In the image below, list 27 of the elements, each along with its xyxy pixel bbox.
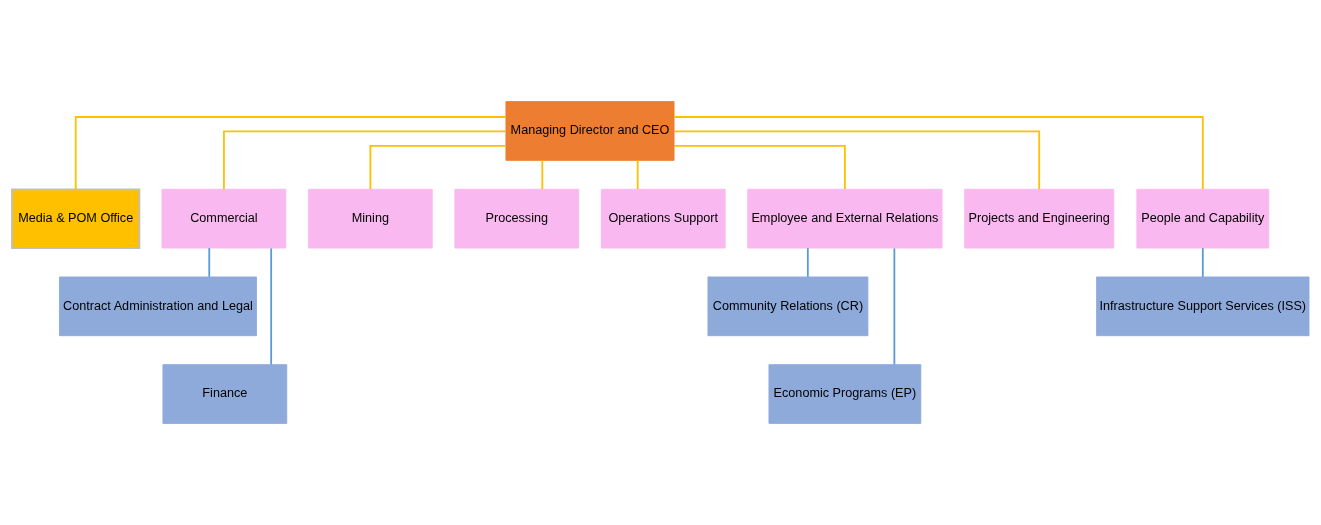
node-box: People and Capability: [1136, 188, 1270, 249]
connector: [270, 247, 273, 366]
node-box: Contract Administration and Legal: [59, 276, 257, 337]
node-box: Economic Programs (EP): [768, 364, 922, 424]
node-box: Projects and Engineering: [964, 188, 1115, 249]
connector: [806, 247, 809, 278]
connector: [673, 130, 1041, 191]
node-box: Media & POM Office: [11, 188, 141, 249]
connector: [541, 159, 544, 191]
node-box: Processing: [454, 188, 580, 249]
node-box: Operations Support: [600, 188, 726, 249]
connector: [636, 159, 639, 191]
connector: [223, 130, 507, 191]
connector: [893, 247, 896, 366]
connector: [673, 116, 1204, 191]
node-box: Employee and External Relations: [747, 188, 943, 249]
connector: [673, 145, 846, 190]
connector: [369, 145, 507, 190]
node-box: Community Relations (CR): [707, 276, 869, 337]
connector: [74, 116, 507, 191]
connector: [208, 247, 211, 278]
node-box: Mining: [308, 188, 433, 249]
connector: [1201, 247, 1204, 278]
node-box: Commercial: [161, 188, 287, 249]
node-box: Finance: [162, 364, 288, 424]
node-box: Infrastructure Support Services (ISS): [1096, 276, 1310, 337]
node-box: Managing Director and CEO: [505, 101, 675, 161]
